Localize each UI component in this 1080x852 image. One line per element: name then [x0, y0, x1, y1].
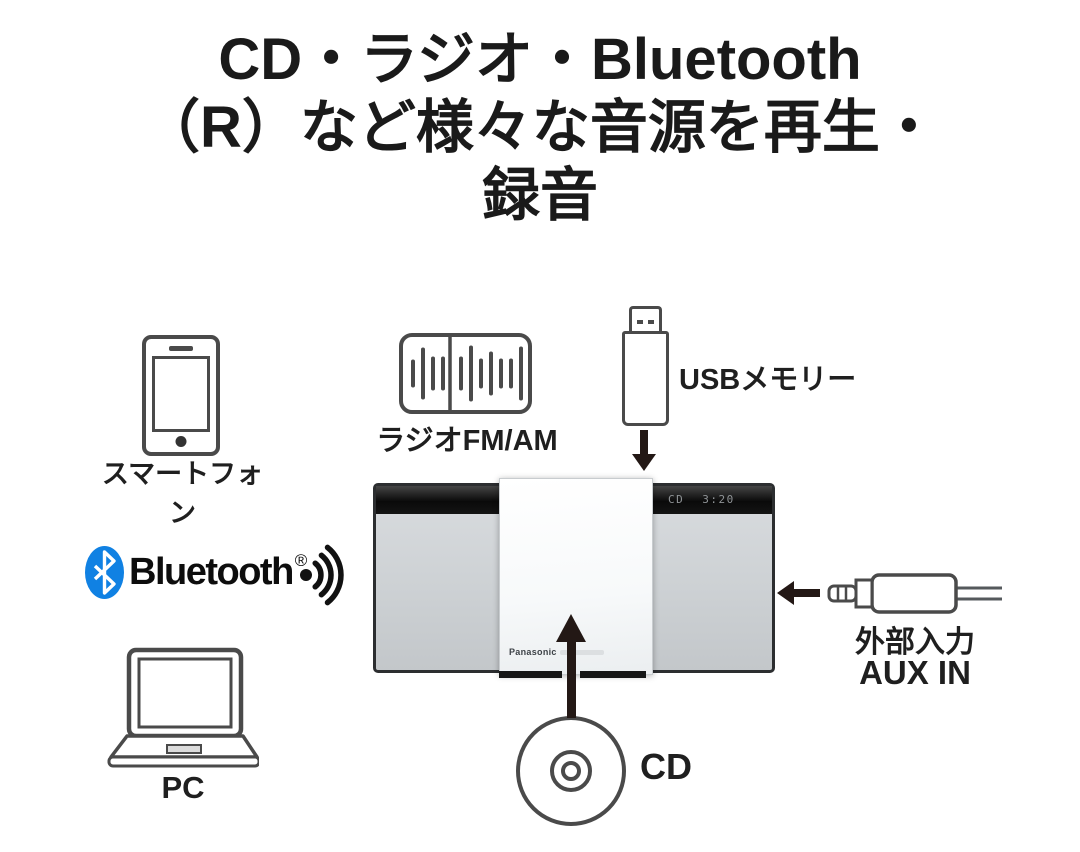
bluetooth-wordmark: Bluetooth [129, 551, 294, 593]
page-title: CD・ラジオ・Bluetooth （R）など様々な音源を再生・ 録音 [0, 26, 1080, 230]
registered-trademark-symbol: ® [294, 551, 308, 571]
usb-connector-pin [648, 320, 654, 324]
aux-label-line2: AUX IN [859, 654, 971, 691]
arrow-down-icon [640, 430, 648, 456]
arrow-up-icon [567, 641, 576, 718]
usb-connector [629, 306, 662, 334]
bluetooth-label: Bluetooth® [129, 551, 307, 594]
unit-base-right [580, 671, 646, 678]
usb-memory-icon [622, 331, 669, 426]
smartphone-label: スマートフォン [101, 459, 264, 528]
smartphone-icon [142, 335, 220, 456]
cd-label: CD [640, 746, 692, 787]
title-line-1: CD・ラジオ・Bluetooth [218, 27, 862, 92]
smartphone-screen [152, 356, 210, 432]
cd-disc-hole [561, 761, 581, 781]
smartphone-speaker [169, 346, 193, 351]
bluetooth-logo-icon [85, 546, 124, 599]
display-time: 3:20 [702, 493, 735, 506]
pc-icon [107, 647, 259, 768]
usb-connector-pin [637, 320, 643, 324]
title-line-2: （R）など様々な音源を再生・ [142, 95, 938, 160]
radio-icon [399, 333, 532, 414]
unit-cd-door: Panasonic [499, 478, 653, 675]
unit-base-left [499, 671, 562, 678]
bluetooth-waves-icon [300, 544, 344, 606]
aux-plug-icon [827, 573, 1002, 614]
model-text [560, 650, 604, 655]
aux-label-line1: 外部入力 [855, 626, 975, 659]
pc-label: PC [161, 770, 205, 805]
arrow-left-icon [794, 589, 820, 597]
arrow-up-head [556, 614, 586, 642]
cd-disc-ring [550, 750, 592, 792]
arrow-down-head [632, 454, 656, 471]
cd-disc-icon [516, 716, 626, 826]
brand-logo: Panasonic [509, 647, 557, 657]
radio-label: ラジオFM/AM [376, 425, 558, 457]
usb-label: USBメモリー [679, 364, 857, 396]
unit-display: CD 3:20 [668, 493, 735, 506]
title-line-3: 録音 [481, 163, 598, 228]
arrow-left-head [777, 581, 794, 605]
display-source: CD [668, 493, 685, 506]
smartphone-home-button [175, 436, 187, 447]
